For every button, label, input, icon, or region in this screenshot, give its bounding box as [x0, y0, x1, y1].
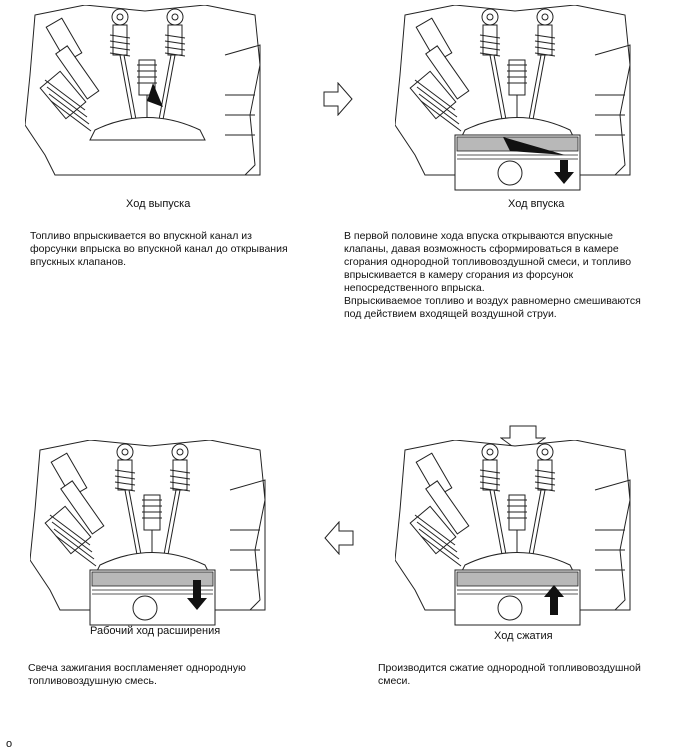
- piston-down-arrow: [187, 580, 207, 610]
- stage-2-description: В первой половине хода впуска открываютс…: [344, 230, 641, 320]
- stage-3-caption: Рабочий ход расширения: [90, 625, 221, 637]
- next-stage-arrow-left: [324, 521, 354, 555]
- stage-1-caption: Ход выпуска: [126, 198, 191, 210]
- stage-3-illustration: [30, 440, 266, 626]
- stage-4-description: Производится сжатие однородной топливово…: [378, 662, 641, 687]
- stage-1-illustration: [25, 5, 261, 176]
- stage-1-description: Топливо впрыскивается во впускной канал …: [30, 230, 288, 268]
- stage-2-caption: Ход впуска: [508, 198, 565, 210]
- piston-down-arrow: [554, 160, 574, 184]
- piston-up-arrow: [544, 585, 564, 615]
- next-stage-arrow-right: [323, 82, 353, 116]
- corner-mark: o: [6, 738, 13, 750]
- stage-3-description: Свеча зажигания воспламеняет однородную …: [28, 662, 246, 687]
- spray-jet: [503, 137, 565, 155]
- stage-2-illustration: [395, 5, 631, 191]
- stage-4-caption: Ход сжатия: [494, 630, 553, 642]
- stage-4-illustration: [395, 440, 631, 626]
- injection-pointer-arrow: [147, 83, 163, 107]
